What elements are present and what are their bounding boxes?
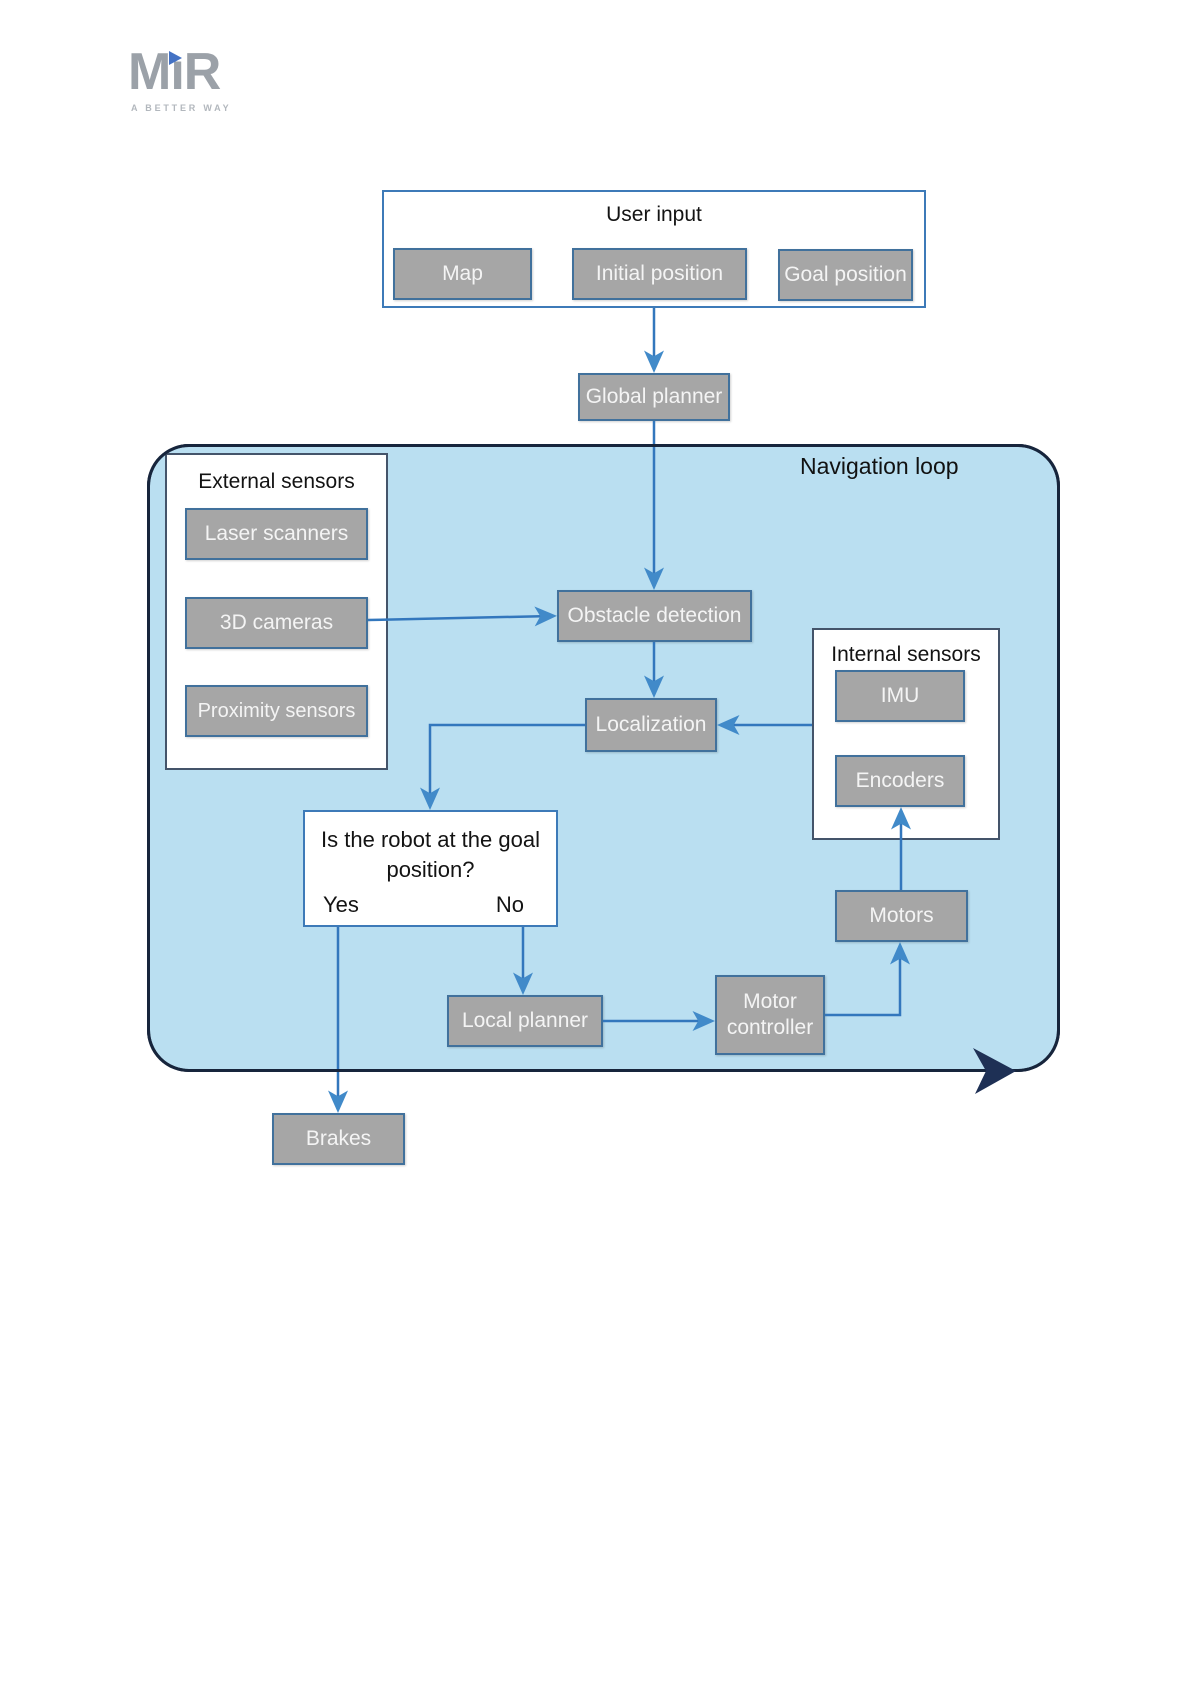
localization-label: Localization — [595, 712, 707, 736]
goal-position-node: Goal position — [778, 249, 913, 301]
map-label: Map — [442, 261, 483, 285]
local-planner-label: Local planner — [461, 1008, 589, 1032]
brakes-label: Brakes — [305, 1126, 372, 1150]
goal-decision-question: Is the robot at the goal position? — [321, 827, 540, 882]
laser-scanners-node: Laser scanners — [185, 508, 368, 560]
motor-controller-node: Motor controller — [715, 975, 825, 1055]
motor-controller-label: Motor controller — [726, 989, 814, 1039]
navigation-loop-title: Navigation loop — [800, 453, 959, 479]
global-planner-label: Global planner — [585, 384, 723, 408]
obstacle-detection-label: Obstacle detection — [567, 603, 742, 627]
imu-node: IMU — [835, 670, 965, 722]
goal-decision-container: Is the robot at the goal position? Yes N… — [303, 810, 558, 927]
proximity-sensors-node: Proximity sensors — [185, 685, 368, 737]
encoders-label: Encoders — [855, 768, 945, 792]
decision-yes-label: Yes — [323, 892, 359, 917]
internal-sensors-title: Internal sensors — [831, 643, 981, 666]
logo-triangle-icon — [169, 51, 183, 65]
goal-position-label: Goal position — [784, 262, 907, 286]
brakes-node: Brakes — [272, 1113, 405, 1165]
motors-node: Motors — [835, 890, 968, 942]
localization-node: Localization — [585, 698, 717, 752]
3d-cameras-node: 3D cameras — [185, 597, 368, 649]
external-sensors-title: External sensors — [198, 470, 355, 493]
global-planner-node: Global planner — [578, 373, 730, 421]
logo-letter-r: R — [183, 43, 222, 101]
map-node: Map — [393, 248, 532, 300]
internal-sensors-container: Internal sensors — [812, 628, 1000, 840]
logo-tagline: A BETTER WAY — [131, 103, 232, 113]
initial-position-label: Initial position — [595, 261, 724, 285]
initial-position-node: Initial position — [572, 248, 747, 300]
local-planner-node: Local planner — [447, 995, 603, 1047]
imu-label: IMU — [880, 683, 920, 707]
encoders-node: Encoders — [835, 755, 965, 807]
proximity-sensors-label: Proximity sensors — [197, 699, 356, 722]
motors-label: Motors — [869, 903, 934, 927]
logo-letter-m: M — [128, 43, 171, 101]
user-input-title: User input — [606, 203, 702, 226]
logo-letter-i: ı — [169, 46, 185, 98]
decision-no-label: No — [495, 892, 524, 917]
laser-scanners-label: Laser scanners — [204, 521, 349, 545]
obstacle-detection-node: Obstacle detection — [557, 590, 752, 642]
3d-cameras-label: 3D cameras — [219, 610, 334, 634]
